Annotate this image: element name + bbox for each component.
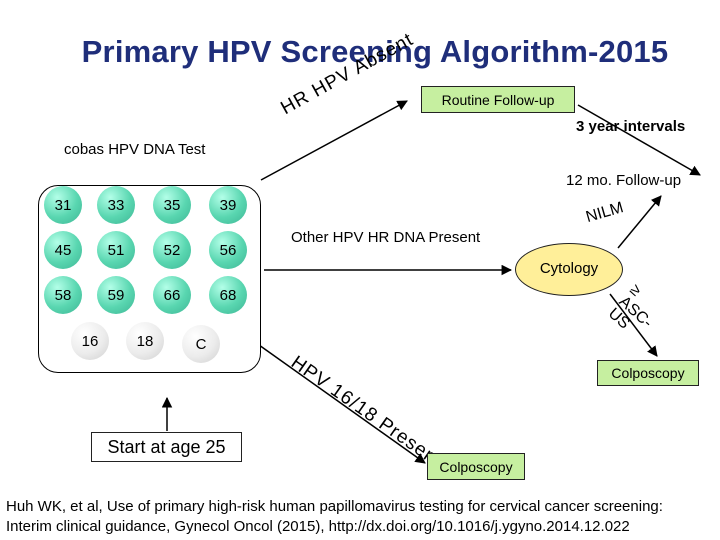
genotype-control: C (182, 325, 220, 363)
arrow-absent (260, 100, 408, 181)
citation-line-2: Interim clinical guidance, Gynecol Oncol… (6, 518, 630, 535)
colposcopy-box-bottom: Colposcopy (427, 453, 525, 480)
cytology-label: Cytology (539, 260, 599, 277)
genotype-18: 18 (126, 322, 164, 360)
genotype-39: 39 (209, 186, 247, 224)
arrow-routine (577, 104, 701, 176)
genotype-33: 33 (97, 186, 135, 224)
genotype-16: 16 (71, 322, 109, 360)
label-other-hr-present: Other HPV HR DNA Present (291, 229, 481, 246)
citation-line-1: Huh WK, et al, Use of primary high-risk … (6, 498, 663, 515)
arrow-nilm (617, 195, 662, 249)
genotype-68: 68 (209, 276, 247, 314)
three-year-label: 3 year intervals (576, 118, 686, 135)
routine-followup-box: Routine Follow-up (421, 86, 575, 113)
start-box: Start at age 25 (91, 432, 242, 462)
arrow-ascus (609, 293, 658, 357)
genotype-66: 66 (153, 276, 191, 314)
genotype-59: 59 (97, 276, 135, 314)
page-title: Primary HPV Screening Algorithm-2015 (81, 34, 669, 69)
cytology-node: Cytology (515, 243, 623, 296)
genotype-52: 52 (153, 231, 191, 269)
genotype-51: 51 (97, 231, 135, 269)
colposcopy-box-right: Colposcopy (597, 360, 699, 386)
arrow-16-18 (251, 339, 426, 464)
twelve-month-followup: 12 mo. Follow-up (566, 172, 682, 189)
test-label: cobas HPV DNA Test (64, 141, 206, 158)
citation: Huh WK, et al, Use of primary high-risk … (6, 497, 663, 537)
genotype-31: 31 (44, 186, 82, 224)
genotype-35: 35 (153, 186, 191, 224)
genotype-45: 45 (44, 231, 82, 269)
genotype-58: 58 (44, 276, 82, 314)
genotype-56: 56 (209, 231, 247, 269)
